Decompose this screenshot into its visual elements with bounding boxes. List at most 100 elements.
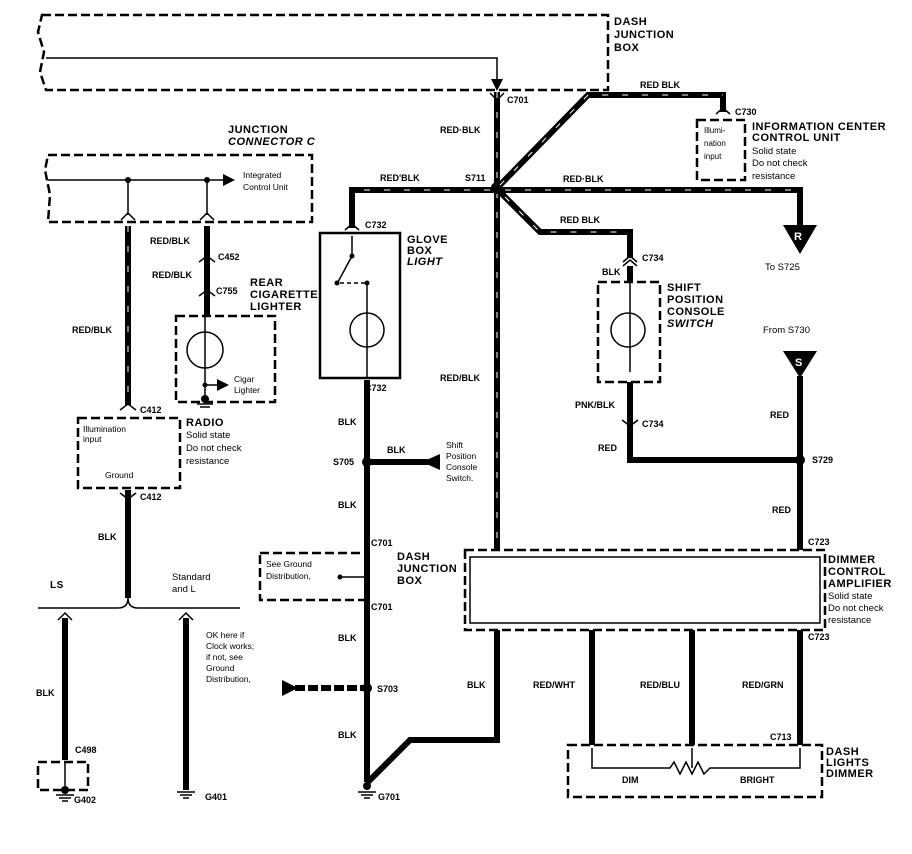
component-title: DIMMER (828, 554, 876, 566)
pin-label: nation (704, 139, 726, 148)
to-s725-label: To S725 (765, 262, 800, 273)
note: Solid state (186, 430, 230, 441)
wire-label: BLK (98, 532, 117, 542)
label: Cigar (234, 374, 254, 384)
ground-g402-label: G402 (74, 795, 96, 805)
component-title: SHIFT (667, 282, 701, 294)
ground-g701-icon (358, 791, 376, 799)
component-title: GLOVE (407, 234, 448, 246)
label: See Ground (266, 559, 312, 569)
connector-c701-label: C701 (507, 95, 529, 105)
lamp-icon (610, 312, 646, 348)
component-title: LIGHTER (250, 301, 302, 313)
label: Switch. (446, 473, 473, 483)
label: Distribution, (266, 571, 311, 581)
component-title: CONNECTOR C (228, 136, 316, 148)
connector-c412-label: C412 (140, 492, 162, 502)
from-s730-label: From S730 (763, 325, 810, 336)
wire-label: RED/BLK (152, 270, 192, 280)
label: Integrated (243, 170, 282, 180)
wire-label: RED (770, 410, 790, 420)
label: Shift (446, 440, 464, 450)
component-title: CONSOLE (667, 306, 725, 318)
component-title: BOX (397, 575, 423, 587)
note: Ground (206, 663, 235, 673)
ground-g401-icon (177, 791, 195, 799)
off-page-connector-r (783, 225, 817, 254)
ground-g401-label: G401 (205, 792, 227, 802)
wire-label: RED (772, 505, 792, 515)
off-page-s-letter: S (795, 357, 802, 369)
component-title: CONTROL UNIT (752, 132, 841, 144)
connector-c701-label: C701 (371, 602, 393, 612)
wire-to-shift-switch: RED BLK C734 BLK SHIFT POSITION CONSOLE … (497, 189, 800, 463)
label: JUNCTION (614, 29, 674, 41)
pin-label: Illumination (83, 424, 126, 434)
component-title: JUNCTION (228, 124, 288, 136)
component-title: JUNCTION (397, 563, 457, 575)
wire-label: PNK/BLK (575, 400, 615, 410)
wire-label: BLK (467, 680, 486, 690)
ls-label: LS (50, 580, 64, 591)
note: Distribution, (206, 674, 251, 684)
connector-c732-label: C732 (365, 220, 387, 230)
rear-cigarette-lighter: RED/BLK C452 RED/BLK C755 REAR CIGARETTE… (150, 226, 318, 408)
wire-label: RED (598, 443, 618, 453)
label: Console (446, 462, 477, 472)
wire-label: BLK (36, 688, 55, 698)
ground-g701-label: G701 (378, 792, 400, 802)
note: Do not check (752, 158, 808, 169)
wire-label: BLK (338, 730, 357, 740)
label: Control Unit (243, 182, 289, 192)
component-title: LIGHT (407, 256, 443, 268)
connector-c730-label: C730 (735, 107, 757, 117)
note: Solid state (752, 146, 796, 157)
wire-to-s725: RED·BLK R To S725 (497, 174, 817, 273)
note: Do not check (186, 443, 242, 454)
wire-label: BLK (387, 445, 406, 455)
wire-label: RED BLK (640, 80, 680, 90)
pin-label: input (704, 152, 722, 161)
wire-label: BLK (338, 417, 357, 427)
dimmer-control-amplifier: DIMMER CONTROL AMPLIFIER Solid state Do … (463, 548, 891, 642)
component-title: BOX (407, 245, 433, 257)
pin-label: input (83, 434, 102, 444)
note: Solid state (828, 591, 872, 602)
lamp-icon (349, 312, 385, 348)
component-title: INFORMATION CENTER (752, 121, 886, 133)
wire-from-s730: From S730 S RED S729 RED C723 (763, 325, 833, 550)
wire-label: RED/GRN (742, 680, 784, 690)
component-title: DIMMER (826, 768, 874, 780)
note: Clock works; (206, 641, 254, 651)
note: resistance (186, 456, 229, 467)
wire-label: RED/BLK (150, 236, 190, 246)
splice-s729-label: S729 (812, 455, 833, 465)
connector-c755-label: C755 (216, 286, 238, 296)
wire-label: RED'BLK (380, 173, 420, 183)
wire-label: RED·BLK (440, 125, 481, 135)
label: Position (446, 451, 477, 461)
dimmer-output-wires: BLK RED/WHT RED/BLU RED/GRN C713 DIM BRI… (365, 630, 874, 799)
note: resistance (752, 171, 795, 182)
connector-c734-label: C734 (642, 419, 664, 429)
pin-label: Ground (105, 470, 134, 480)
wire-label: RED BLK (560, 215, 600, 225)
switch-icon (337, 236, 353, 283)
component-title: CONTROL (828, 566, 886, 578)
standard-label: and L (172, 584, 196, 595)
off-page-r-letter: R (794, 231, 802, 243)
component-title: CIGARETTE (250, 289, 318, 301)
label: BOX (614, 42, 640, 54)
wire-label: BLK (338, 500, 357, 510)
ground-icon (197, 403, 213, 408)
component-title: DASH (826, 746, 859, 758)
wire-label: BLK (602, 267, 621, 277)
glove-box-light-circuit: RED'BLK C732 GLOVE BOX LIGHT C732 BLK S7… (206, 173, 497, 802)
connector-c701-label: C701 (371, 538, 393, 548)
pin-label: Illumi- (704, 126, 726, 135)
component-title: LIGHTS (826, 757, 869, 769)
connector-c498-label: C498 (75, 745, 97, 755)
note: if not, see (206, 652, 243, 662)
note: OK here if (206, 630, 245, 640)
